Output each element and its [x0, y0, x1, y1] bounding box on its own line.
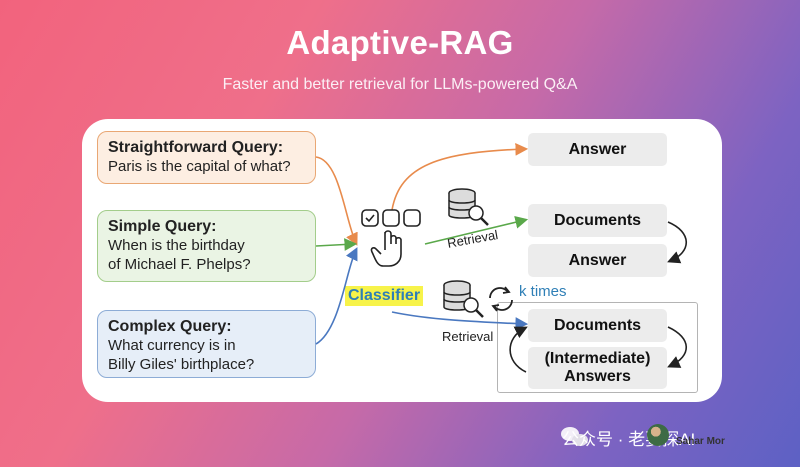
- hand-select-icon: [361, 209, 421, 267]
- orange-connector: [315, 156, 358, 246]
- documents-to-answer-arrow: [667, 221, 687, 264]
- classifier-label: Classifier: [345, 286, 424, 306]
- avatar: [647, 424, 669, 446]
- documents-box: Documents: [528, 204, 667, 237]
- page-subtitle: Faster and better retrieval for LLMs-pow…: [222, 76, 578, 93]
- query-text: What currency is in Billy Giles' birthpl…: [108, 337, 255, 373]
- intermediate-answers-box: (Intermediate) Answers: [528, 347, 667, 389]
- answer-box: Answer: [528, 244, 667, 277]
- complex-query-box: Complex Query: What currency is in Billy…: [97, 310, 316, 378]
- database-search-icon: [448, 188, 489, 226]
- orange-route-arrow: [391, 142, 529, 211]
- documents-to-answers-arrow: [667, 326, 687, 368]
- refresh-icon: [489, 286, 513, 312]
- query-title: Simple Query:: [108, 218, 217, 235]
- query-text: When is the birthday of Michael F. Phelp…: [108, 237, 251, 273]
- watermark-name: Sahar Mor: [676, 436, 725, 447]
- page-title: Adaptive-RAG: [286, 24, 514, 61]
- blue-connector: [315, 247, 358, 345]
- documents-box: Documents: [528, 309, 667, 342]
- wechat-icon: [561, 427, 588, 446]
- database-search-icon: [443, 280, 484, 318]
- green-connector: [315, 238, 358, 251]
- k-times-label: k times: [519, 283, 567, 300]
- query-text: Paris is the capital of what?: [108, 158, 291, 175]
- blue-route-arrow: [391, 311, 529, 330]
- answers-to-documents-arrow: [509, 326, 528, 373]
- green-route-arrow: [424, 216, 529, 245]
- straightforward-query-box: Straightforward Query: Paris is the capi…: [97, 131, 316, 184]
- query-title: Complex Query:: [108, 318, 232, 335]
- answer-box: Answer: [528, 133, 667, 166]
- iteration-frame: [497, 302, 698, 393]
- retrieval-label: Retrieval: [442, 329, 494, 344]
- query-title: Straightforward Query:: [108, 139, 284, 156]
- simple-query-box: Simple Query: When is the birthday of Mi…: [97, 210, 316, 282]
